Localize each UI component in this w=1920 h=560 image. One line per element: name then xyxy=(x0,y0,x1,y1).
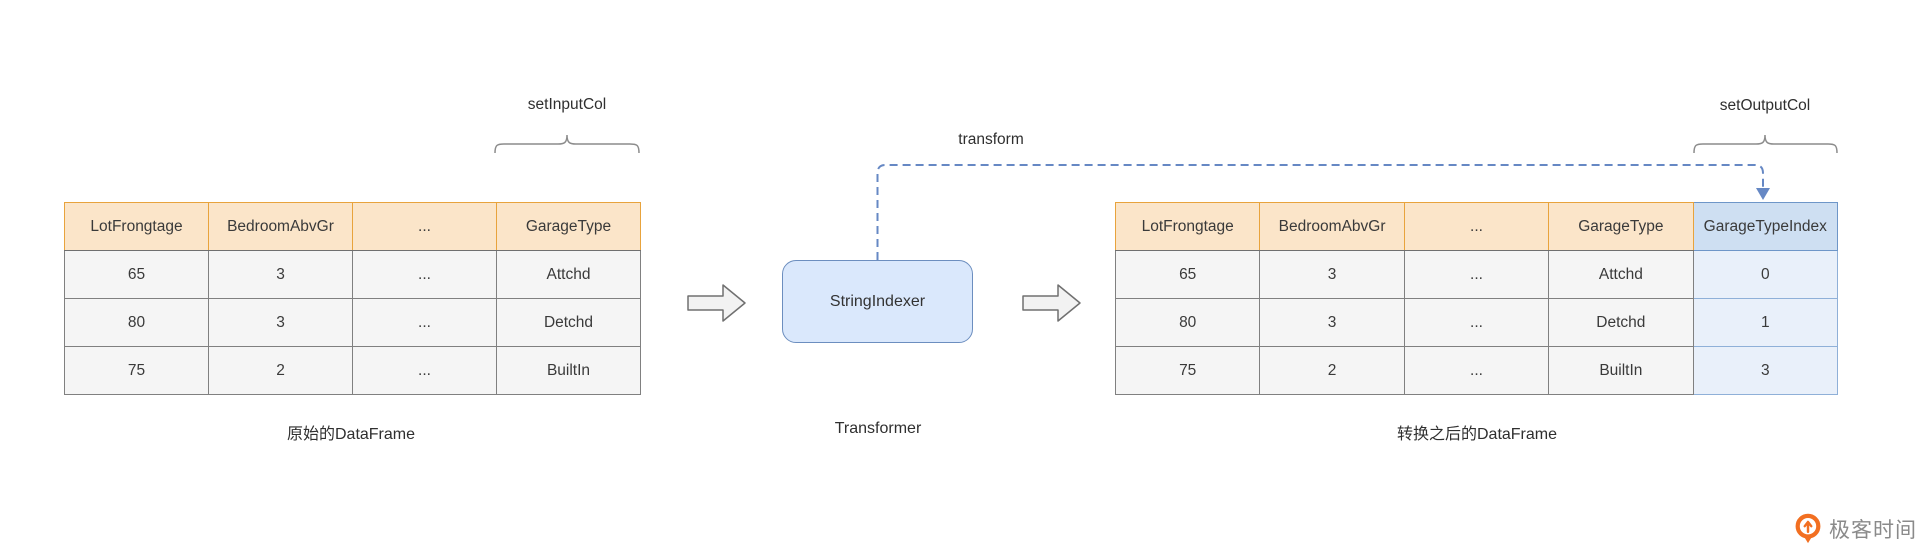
table-cell: 80 xyxy=(1114,298,1261,347)
table-cell: 3 xyxy=(208,298,353,347)
table-cell: BuiltIn xyxy=(1548,346,1694,395)
geektime-logo-text: 极客时间 xyxy=(1829,519,1917,542)
table-header-cell: GarageTypeIndex xyxy=(1692,202,1839,251)
set-output-col-label: setOutputCol xyxy=(1719,97,1811,114)
transformed-dataframe-caption: 转换之后的DataFrame xyxy=(1396,426,1558,443)
table-cell: 0 xyxy=(1692,250,1839,299)
set-input-col-label: setInputCol xyxy=(527,96,607,113)
table-cell: 75 xyxy=(1114,346,1261,395)
table-cell: Attchd xyxy=(1548,250,1694,299)
table-cell: 2 xyxy=(208,346,353,395)
table-cell: 80 xyxy=(64,298,209,347)
transform-label: transform xyxy=(958,131,1024,148)
table-cell: ... xyxy=(1403,250,1550,299)
table-cell: 3 xyxy=(1259,298,1405,347)
transformer-caption: Transformer xyxy=(834,420,922,437)
table-header-cell: BedroomAbvGr xyxy=(1259,202,1405,251)
original-dataframe-caption: 原始的DataFrame xyxy=(286,426,416,443)
table-cell: Detchd xyxy=(1548,298,1694,347)
connector-arrowhead-icon xyxy=(1756,188,1770,200)
table-header-cell: GarageType xyxy=(496,202,641,251)
flow-arrow-left-icon xyxy=(687,284,746,322)
string-indexer-box: StringIndexer xyxy=(782,260,973,343)
table-cell: ... xyxy=(1403,298,1550,347)
input-col-brace xyxy=(494,134,640,154)
output-col-brace xyxy=(1693,134,1838,154)
table-cell: 65 xyxy=(64,250,209,299)
flow-arrow-right-icon xyxy=(1022,284,1081,322)
string-indexer-label: StringIndexer xyxy=(829,292,926,310)
table-cell: Detchd xyxy=(496,298,641,347)
table-cell: 3 xyxy=(1259,250,1405,299)
table-cell: ... xyxy=(352,346,497,395)
table-cell: 65 xyxy=(1114,250,1261,299)
table-header-cell: BedroomAbvGr xyxy=(208,202,353,251)
table-cell: 75 xyxy=(64,346,209,395)
table-cell: 2 xyxy=(1259,346,1405,395)
table-header-cell: ... xyxy=(352,202,497,251)
geektime-logo-icon xyxy=(1795,513,1821,544)
table-cell: 3 xyxy=(208,250,353,299)
table-cell: ... xyxy=(352,298,497,347)
table-cell: ... xyxy=(1403,346,1550,395)
table-header-cell: LotFrongtage xyxy=(64,202,209,251)
table-header-cell: ... xyxy=(1403,202,1550,251)
table-cell: Attchd xyxy=(496,250,641,299)
table-header-cell: LotFrongtage xyxy=(1114,202,1261,251)
table-header-cell: GarageType xyxy=(1548,202,1694,251)
table-cell: 1 xyxy=(1692,298,1839,347)
table-cell: BuiltIn xyxy=(496,346,641,395)
table-cell: ... xyxy=(352,250,497,299)
table-cell: 3 xyxy=(1692,346,1839,395)
geektime-logo: 极客时间 xyxy=(1793,512,1917,546)
